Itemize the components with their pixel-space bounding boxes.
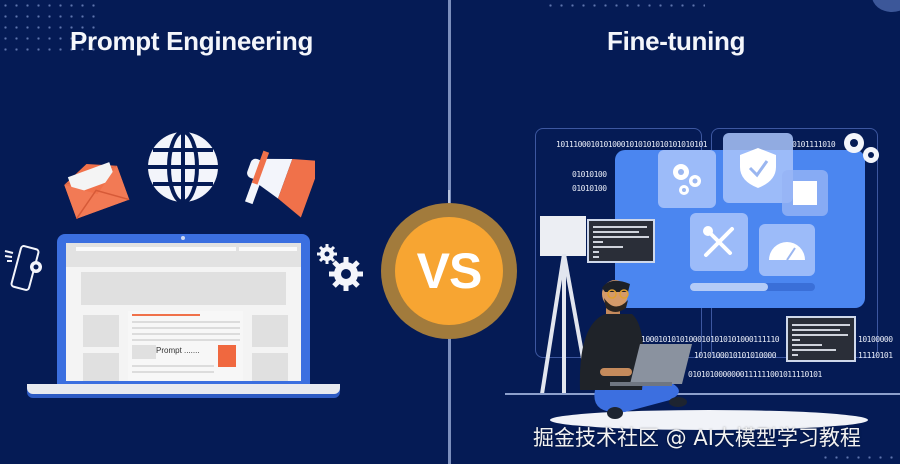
webcam-dot: [181, 236, 185, 240]
rug: [550, 410, 868, 430]
gears-icon: [673, 164, 701, 195]
sidebar-block: [252, 315, 288, 347]
prompt-input[interactable]: Prompt .......: [156, 346, 200, 355]
vs-badge: VS: [381, 203, 517, 339]
dot-pattern: [820, 452, 900, 464]
binary-text: 0101111010: [792, 140, 836, 149]
corner-circle: [872, 0, 900, 12]
gears-tile: [658, 150, 716, 208]
dot-pattern: [0, 0, 100, 55]
dot-pattern: [545, 0, 705, 10]
prompt-engineering-title: Prompt Engineering: [70, 26, 314, 56]
lamp-stand: [540, 254, 586, 394]
terminal-window: [786, 316, 856, 362]
smartphone-icon: [4, 245, 42, 291]
gauge-tile: [759, 224, 815, 276]
vs-label: VS: [395, 217, 503, 325]
sidebar-block: [83, 315, 119, 347]
submit-button[interactable]: [218, 345, 236, 367]
megaphone-icon: [244, 150, 315, 218]
sidebar-block: [252, 353, 288, 381]
binary-text: 11110101: [858, 351, 893, 360]
binary-text: 01010100: [572, 170, 607, 179]
progress-fill: [690, 283, 768, 291]
tools-tile: [690, 213, 748, 271]
watermark-text: 掘金技术社区 @ AI大模型学习教程: [533, 426, 861, 450]
gears-icon: [317, 244, 363, 291]
globe-icon: [148, 131, 218, 203]
binary-text: 10001010101000101010101000111110: [641, 335, 780, 344]
binary-text: 10100000: [858, 335, 893, 344]
binary-text: 0101010000000111111001011110101: [688, 370, 822, 379]
gears-icon: [844, 133, 879, 163]
person-with-laptop: [579, 280, 692, 419]
document-tile: [782, 170, 828, 216]
binary-text: 1010100010101010000: [694, 351, 777, 360]
terminal-window: [587, 219, 655, 263]
document-icon: [793, 181, 817, 205]
binary-text: 01010100: [572, 184, 607, 193]
tools-icon: [703, 226, 734, 257]
article-content: Prompt .......: [128, 311, 243, 381]
hero-banner: [81, 272, 286, 305]
fine-tuning-title: Fine-tuning: [607, 26, 746, 56]
floor-lamp: [540, 216, 586, 256]
thumbnail: [132, 345, 156, 359]
article-heading-bar: [132, 314, 200, 316]
binary-text: 10111000101010001010101010101010101: [556, 140, 708, 149]
shield-check-icon: [740, 148, 776, 188]
vs-connector-line: [448, 190, 450, 206]
shield-tile: [723, 133, 793, 203]
floor-line: [505, 393, 900, 395]
sidebar-block: [83, 353, 119, 381]
laptop-base: [27, 384, 340, 394]
address-bar: [76, 247, 236, 251]
search-bar: [239, 247, 297, 251]
browser-mockup: Prompt .......: [66, 243, 301, 381]
gauge-icon: [769, 242, 805, 261]
envelope-icon: [64, 162, 130, 220]
browser-toolbar: [66, 243, 301, 267]
laptop-illustration: Prompt .......: [57, 234, 310, 384]
